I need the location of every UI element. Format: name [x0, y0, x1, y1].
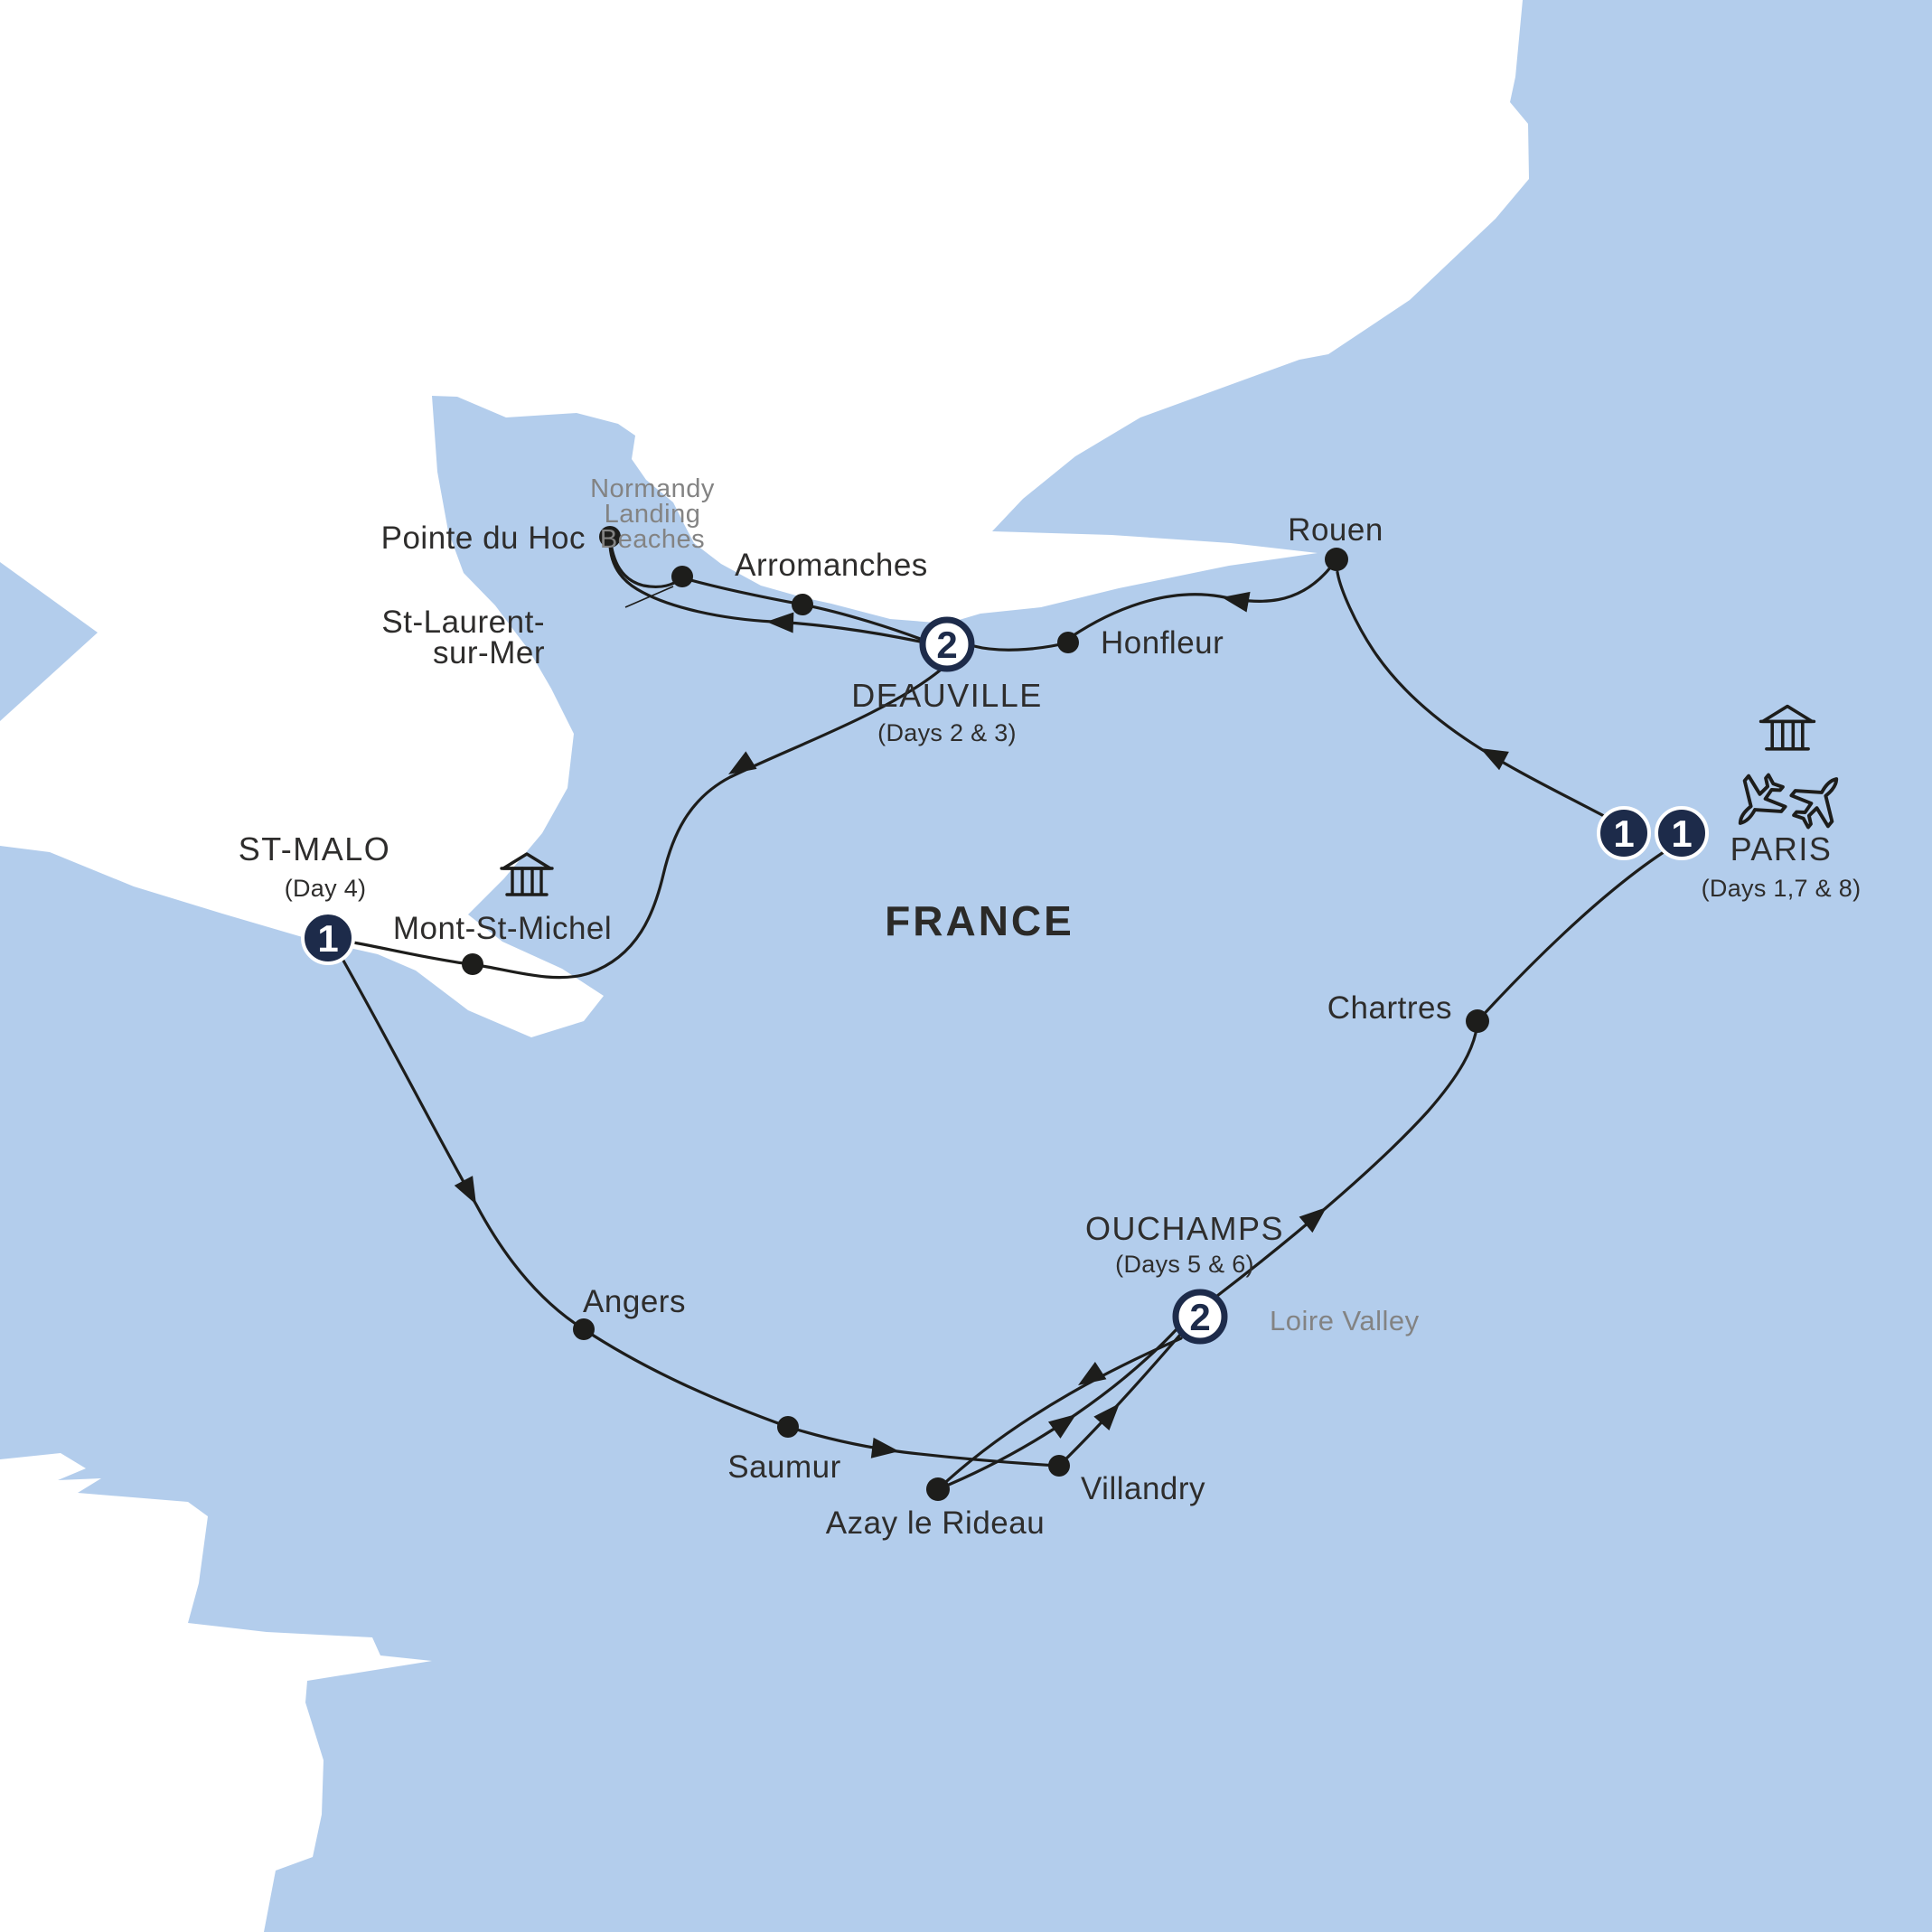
direction-arrow: [1480, 748, 1509, 771]
label-paris: PARIS: [1730, 830, 1833, 868]
label-angers: Angers: [583, 1284, 686, 1319]
badge-paris-return-nights: 1: [1671, 812, 1692, 855]
route-deauville-pointe-du-hoc: [608, 537, 922, 643]
route-pointe-du-hoc-st-laurent: [608, 535, 682, 589]
label-st-malo-days: (Day 4): [285, 875, 367, 902]
badge-deauville: 2: [919, 616, 975, 672]
direction-arrow: [728, 751, 757, 774]
badge-paris-arrival-nights: 1: [1613, 812, 1634, 855]
stop-dot-mont-st-michel: [462, 953, 483, 975]
label-normandy-line1: Normandy: [590, 474, 715, 503]
classical-building-icon: [1758, 704, 1816, 751]
route-ouchamps-chartres: [1215, 1021, 1479, 1298]
badge-paris-arrival: 1: [1597, 806, 1651, 860]
label-rouen: Rouen: [1288, 512, 1383, 548]
label-pointe-du-hoc: Pointe du Hoc: [381, 521, 586, 556]
direction-arrow: [1222, 591, 1251, 613]
stop-dot-chartres: [1466, 1009, 1489, 1033]
direction-arrow: [1047, 1414, 1076, 1439]
night-badges: 2 2 1 1 1: [301, 616, 1709, 1345]
route-deauville-mont-st-michel: [474, 669, 942, 980]
direction-arrow: [766, 612, 794, 633]
route-chartres-paris: [1476, 850, 1665, 1023]
route-villandry-ouchamps: [1057, 1333, 1182, 1468]
badge-paris-return: 1: [1655, 806, 1709, 860]
label-paris-days: (Days 1,7 & 8): [1702, 875, 1862, 902]
label-st-laurent-line2: sur-Mer: [433, 635, 545, 671]
stop-dot-pointe-du-hoc: [599, 526, 621, 548]
badge-ouchamps: 2: [1172, 1289, 1228, 1345]
direction-arrow: [1078, 1362, 1107, 1385]
stop-dot-st-laurent: [671, 566, 693, 587]
st-laurent-label-leader: [624, 586, 674, 608]
classical-building-icon: [500, 852, 554, 896]
route-paris-rouen: [1336, 570, 1606, 818]
label-arromanches: Arromanches: [735, 548, 928, 583]
label-normandy-line3: Beaches: [600, 525, 705, 554]
direction-arrow: [454, 1176, 476, 1205]
label-normandy-line2: Landing: [605, 500, 701, 529]
label-st-malo: ST-MALO: [239, 830, 391, 868]
label-villandry: Villandry: [1081, 1471, 1205, 1506]
stop-dots: [462, 526, 1489, 1501]
airplane-icon: [1789, 777, 1839, 830]
route-angers-saumur: [582, 1327, 790, 1429]
stop-dot-villandry: [1048, 1455, 1070, 1477]
direction-arrow: [1093, 1403, 1120, 1430]
label-saumur: Saumur: [727, 1449, 841, 1485]
badge-deauville-nights: 2: [936, 624, 957, 666]
label-loire-valley: Loire Valley: [1270, 1305, 1420, 1336]
label-deauville-days: (Days 2 & 3): [877, 719, 1017, 746]
stop-dot-honfleur: [1057, 632, 1079, 653]
label-chartres: Chartres: [1327, 990, 1452, 1026]
label-ouchamps-days: (Days 5 & 6): [1115, 1251, 1254, 1278]
route-rouen-honfleur: [1069, 558, 1338, 639]
stop-dot-arromanches: [792, 594, 813, 615]
badge-ouchamps-nights: 2: [1189, 1296, 1210, 1338]
label-ouchamps: OUCHAMPS: [1085, 1210, 1284, 1247]
badge-st-malo: 1: [301, 911, 355, 965]
label-azay-le-rideau: Azay le Rideau: [826, 1505, 1045, 1541]
label-mont-st-michel: Mont-St-Michel: [393, 911, 612, 946]
sea-english-channel: [0, 0, 1529, 1037]
sea-atlantic-coast: [0, 1453, 432, 1932]
stop-dot-saumur: [777, 1416, 799, 1438]
label-deauville: DEAUVILLE: [851, 677, 1043, 714]
direction-arrow: [1299, 1207, 1327, 1233]
direction-arrow: [870, 1437, 899, 1458]
land-left-edge-wedge: [0, 562, 98, 721]
badge-st-malo-nights: 1: [317, 917, 338, 960]
label-country-france: FRANCE: [885, 897, 1074, 944]
stop-dot-azay-le-rideau: [926, 1477, 950, 1501]
route-azay-ouchamps: [936, 1327, 1179, 1491]
stop-dot-angers: [573, 1318, 595, 1340]
stop-dot-rouen: [1325, 548, 1348, 571]
airplane-icon: [1738, 773, 1787, 825]
route-saumur-villandry: [786, 1425, 1061, 1468]
label-honfleur: Honfleur: [1101, 625, 1224, 661]
label-st-laurent-line1: St-Laurent-: [381, 605, 545, 640]
